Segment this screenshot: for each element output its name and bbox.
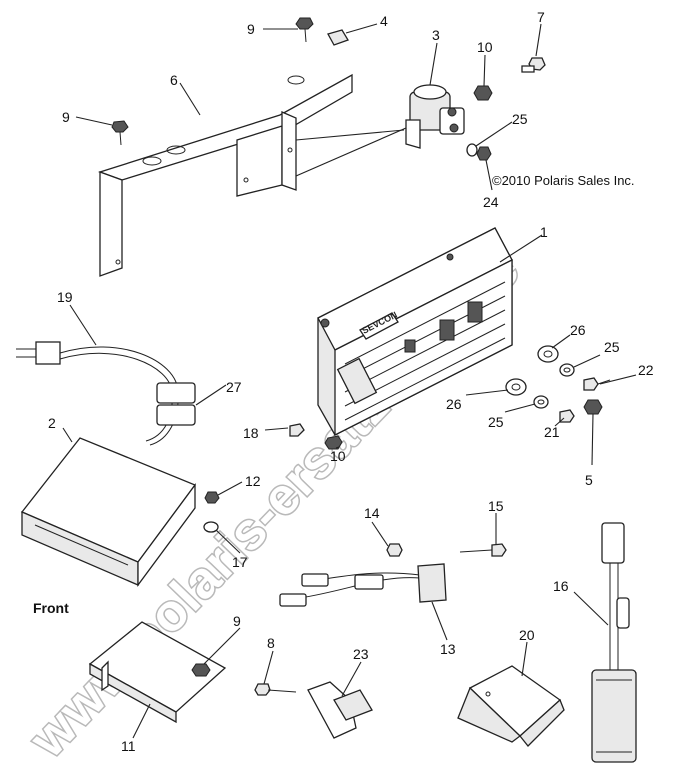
part-16-harness [591, 522, 637, 763]
part-2-charger [20, 437, 197, 587]
part-10-nut-top [473, 85, 493, 101]
copyright-text: ©2010 Polaris Sales Inc. [492, 173, 635, 188]
callout-25-c: 25 [488, 414, 504, 430]
part-10-nut-bottom [324, 435, 343, 450]
part-25-washer-lower [533, 395, 549, 409]
callout-3: 3 [432, 27, 440, 43]
part-8-bolt [254, 683, 297, 696]
part-20-harness [16, 341, 179, 446]
callout-5: 5 [585, 472, 593, 488]
callout-12: 12 [245, 473, 261, 489]
callout-15: 15 [488, 498, 504, 514]
callout-10-b: 10 [330, 448, 346, 464]
part-13-harness [279, 563, 447, 607]
callout-9-b: 9 [62, 109, 70, 125]
part-4-clip-nut [327, 29, 349, 46]
callout-13: 13 [440, 641, 456, 657]
part-7-bolt [521, 57, 546, 73]
callout-9-c: 9 [233, 613, 241, 629]
part-23-bolt [583, 377, 611, 391]
part-21-plate [457, 665, 565, 747]
part-12-screw [204, 491, 220, 504]
callouts: 9 4 7 3 10 6 9 25 ©2010 Polaris Sales In… [33, 9, 654, 754]
part-6-bracket [97, 73, 353, 277]
part-25-washer-upper [559, 363, 575, 377]
callout-18: 17 [232, 554, 248, 570]
part-14-nut [386, 543, 403, 557]
callout-11: 11 [121, 738, 136, 754]
part-11-bracket [88, 621, 227, 724]
callout-24: 24 [483, 194, 499, 210]
callout-14: 14 [364, 505, 380, 521]
callout-25-a: 25 [512, 111, 528, 127]
part-25-washer-top [466, 143, 478, 157]
part-24-nut [476, 146, 492, 161]
callout-6: 6 [170, 72, 178, 88]
callout-20: 19 [57, 289, 73, 305]
callout-26-a: 26 [570, 322, 586, 338]
part-18-washer [203, 521, 219, 533]
part-3-solenoid [405, 84, 465, 149]
part-26-washer-lower [505, 378, 527, 396]
part-17-connector [307, 681, 373, 739]
part-19-screw [289, 423, 305, 437]
part-5-nut [583, 399, 603, 415]
callout-23: 22 [638, 362, 654, 378]
callout-25-b: 25 [604, 339, 620, 355]
callout-1: 1 [540, 224, 548, 240]
callout-22: 21 [544, 424, 560, 440]
callout-4: 4 [380, 13, 388, 29]
part-27-fuse-holder [156, 382, 196, 426]
front-label: Front [33, 600, 69, 616]
part-1-controller: SEVCON [317, 227, 513, 437]
callout-7: 7 [537, 9, 545, 25]
callout-19: 18 [243, 425, 259, 441]
callout-2: 2 [48, 415, 56, 431]
leader-lines [62, 23, 637, 739]
callout-17: 23 [353, 646, 369, 662]
callout-26-b: 26 [446, 396, 462, 412]
part-9-screw-top [295, 17, 314, 43]
part-9-screw-left [111, 120, 129, 146]
callout-16: 16 [553, 578, 569, 594]
part-26-washer-upper [537, 345, 559, 363]
callout-27: 27 [226, 379, 242, 395]
callout-21: 20 [519, 627, 535, 643]
callout-9-a: 9 [247, 21, 255, 37]
part-9-screw-bottom [191, 663, 211, 677]
part-15-bolt [459, 543, 507, 557]
callout-8: 8 [267, 635, 275, 651]
callout-10-a: 10 [477, 39, 493, 55]
